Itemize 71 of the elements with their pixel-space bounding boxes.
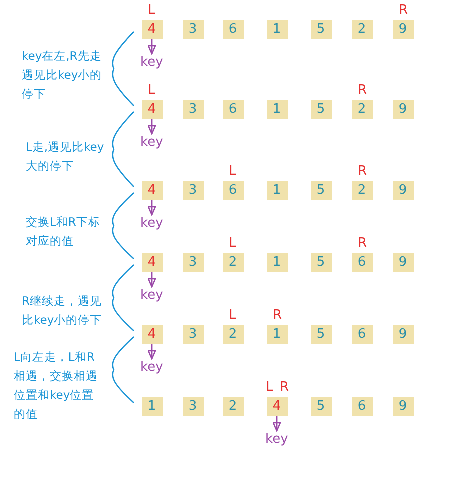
array-cell: 1 — [266, 180, 288, 200]
arrow — [148, 119, 156, 135]
array-cell: 6 — [222, 100, 244, 118]
array-cell: 4 — [142, 252, 162, 272]
step-note: L走,遇见比key大的停下 — [26, 139, 106, 175]
array-cell: 2 — [352, 100, 372, 118]
array-cell: 9 — [392, 324, 414, 344]
pointer-label: R — [399, 4, 408, 18]
array-cell: 9 — [392, 180, 414, 200]
pointer-label: L — [266, 381, 274, 395]
array-cell: 6 — [352, 396, 372, 416]
arrow — [148, 39, 156, 55]
array-cell: 3 — [182, 20, 204, 38]
array-cell: 9 — [392, 20, 414, 38]
arrow — [148, 272, 156, 288]
array-cell: 4 — [142, 20, 162, 38]
key-label: key — [140, 135, 164, 150]
pointer-label: L — [148, 4, 156, 18]
array-cell: 2 — [222, 324, 244, 344]
pointer-label: R — [358, 84, 368, 98]
array-cell: 3 — [182, 396, 204, 416]
step-note: R继续走，遇见比key小的停下 — [22, 293, 104, 329]
array-cell: 5 — [310, 396, 332, 416]
array-cell: 3 — [182, 324, 204, 344]
array-cell: 2 — [352, 20, 372, 38]
array-cell: 9 — [392, 252, 414, 272]
array-cell: 4 — [142, 100, 162, 118]
step-note: key在左,R先走遇见比key小的停下 — [22, 48, 104, 103]
pointer-label: R — [358, 237, 368, 251]
array-cell: 1 — [142, 396, 162, 416]
array-cell: 6 — [222, 20, 244, 38]
pointer-label: L — [148, 84, 156, 98]
array-cell: 1 — [266, 324, 288, 344]
pointer-label: R — [280, 381, 290, 395]
pointer-label: L — [229, 165, 236, 179]
array-cell: 2 — [352, 180, 372, 200]
array-cell: 5 — [310, 20, 332, 38]
array-cell: 4 — [266, 396, 288, 416]
pointer-label: R — [358, 165, 368, 179]
key-label: key — [266, 432, 288, 447]
arrow — [148, 344, 156, 360]
pointer-label: R — [273, 309, 282, 323]
array-cell: 1 — [266, 100, 288, 118]
pointer-label: L — [229, 237, 236, 251]
pointer-label: L — [229, 309, 236, 323]
key-label: key — [140, 55, 164, 70]
array-cell: 5 — [310, 100, 332, 118]
array-cell: 9 — [392, 396, 414, 416]
array-cell: 2 — [222, 252, 244, 272]
array-cell: 3 — [182, 180, 204, 200]
step-note: 交换L和R下标对应的值 — [26, 214, 102, 250]
array-cell: 5 — [310, 252, 332, 272]
array-cell: 3 — [182, 252, 204, 272]
key-label: key — [140, 288, 164, 303]
step-note: L向左走，L和R相遇，交换相遇位置和key位置的值 — [14, 349, 99, 423]
array-cell: 6 — [222, 180, 244, 200]
array-cell: 6 — [352, 252, 372, 272]
arrow — [148, 200, 156, 216]
array-cell: 5 — [310, 180, 332, 200]
key-label: key — [140, 216, 164, 231]
array-cell: 2 — [222, 396, 244, 416]
arrow — [272, 416, 282, 432]
array-cell: 3 — [182, 100, 204, 118]
array-cell: 1 — [266, 20, 288, 38]
array-cell: 4 — [142, 324, 162, 344]
array-cell: 9 — [392, 100, 414, 118]
array-cell: 6 — [352, 324, 372, 344]
array-cell: 1 — [266, 252, 288, 272]
array-cell: 4 — [142, 180, 162, 200]
array-cell: 5 — [310, 324, 332, 344]
key-label: key — [140, 360, 164, 375]
